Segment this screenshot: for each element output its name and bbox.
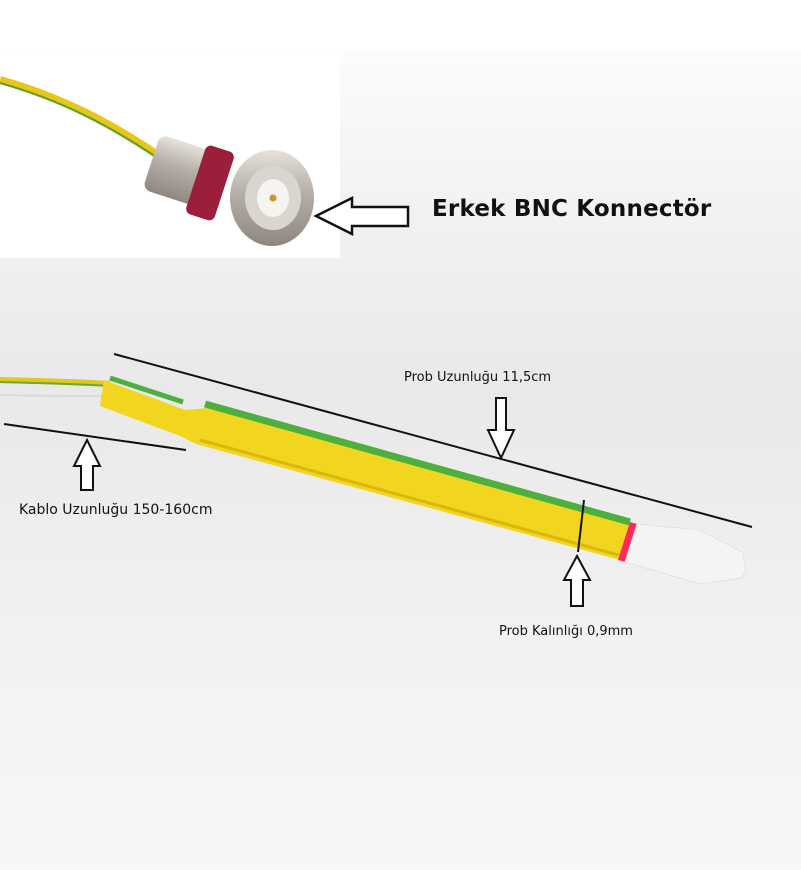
- probe-thickness-label: Prob Kalınlığı 0,9mm: [499, 624, 633, 639]
- bnc-connector-photo: [0, 52, 340, 258]
- bnc-cable: [0, 76, 168, 164]
- bnc-arrow-icon: [313, 195, 410, 237]
- probe-cable: [0, 377, 111, 387]
- top-white-band: [0, 0, 801, 50]
- cable-length-arrow-icon: [72, 437, 102, 491]
- probe-length-line: [113, 353, 753, 528]
- cable-length-line: [3, 423, 187, 451]
- probe-tip-ring: [618, 522, 637, 562]
- bnc-connector-body: [144, 136, 314, 246]
- probe-tip-cap: [624, 523, 747, 585]
- probe-handle: [100, 375, 631, 560]
- probe-length-arrow-icon: [486, 397, 516, 461]
- probe-length-label: Prob Uzunluğu 11,5cm: [404, 370, 552, 385]
- probe-thickness-line: [577, 499, 585, 553]
- bnc-connector-label: Erkek BNC Konnectör: [432, 196, 712, 222]
- cable-length-label: Kablo Uzunluğu 150-160cm: [19, 502, 213, 518]
- probe-thickness-arrow-icon: [562, 553, 592, 607]
